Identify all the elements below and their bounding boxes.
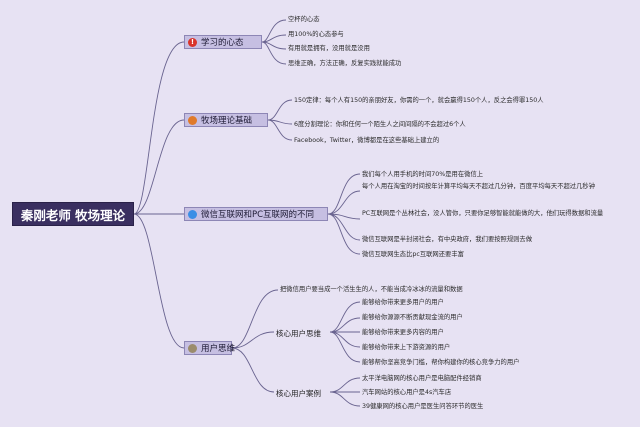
sub-branch-core-user-cases[interactable]: 核心用户案例 <box>276 389 321 398</box>
branch-label: 微信互联网和PC互联网的不同 <box>201 210 315 220</box>
leaf-item: 每个人用在淘宝的时间按年计算平均每天不超过几分钟，百度平均每天不超过几秒钟 <box>362 183 595 190</box>
leaf-item: 150定律：每个人有150的亲朋好友，你需的一个，就会赢得150个人，反之会得罪… <box>294 97 544 104</box>
leaf-item: 用100%的心态参与 <box>288 31 344 38</box>
leaf-item: PC互联网是个丛林社会，没人管你，只要你足够智能就能做的大，他们玩得数据和流量 <box>362 210 604 217</box>
branch-label: 牧场理论基础 <box>201 116 253 126</box>
leaf-item: 能够给你源源不断贡献现金流的用户 <box>362 314 463 321</box>
leaf-item: 汽车网站的核心用户是4s汽车店 <box>362 389 452 396</box>
lightbulb-icon <box>188 343 197 353</box>
connector-root-branch-2 <box>133 119 185 215</box>
leaf-item: 微信互联网生态比pc互联网还要丰富 <box>362 251 464 258</box>
exclamation-icon: ! <box>188 37 197 47</box>
connector-branch-1-leaves <box>261 19 287 65</box>
globe-icon <box>188 209 197 219</box>
gear-icon <box>188 115 197 125</box>
connector-branch-3-leaves <box>327 173 361 255</box>
leaf-item: 我们每个人用手机的时间70%是用在微信上 <box>362 171 484 178</box>
connector-root-branch-1 <box>133 41 185 215</box>
branch-user-thinking[interactable]: 用户思维 <box>184 341 236 355</box>
branch-wechat-vs-pc[interactable]: 微信互联网和PC互联网的不同 <box>184 207 328 221</box>
branch-ranch-theory-basis[interactable]: 牧场理论基础 <box>184 113 268 127</box>
branch-label: 用户思维 <box>201 344 236 354</box>
connector-sub-2-leaves <box>329 377 361 407</box>
leaf-item: 能够给你带来更多内容的用户 <box>362 329 444 336</box>
leaf-item: 6度分割理论：你和任何一个陌生人之间间隔的不会超过6个人 <box>294 121 466 128</box>
leaf-item: 把微信用户要当成一个活生生的人，不能当成冷冰冰的流量和数据 <box>280 286 463 293</box>
leaf-item: 思维正确，方法正确，反复实践就能成功 <box>288 60 402 67</box>
connector-branch-2-leaves <box>267 99 293 141</box>
leaf-item: 空杯的心态 <box>288 16 320 23</box>
connector-sub-1-leaves <box>329 301 361 363</box>
leaf-item: 能够帮你坚高竞争门槛，帮你构建你的核心竞争力的用户 <box>362 359 520 366</box>
root-node[interactable]: 秦刚老师 牧场理论 <box>12 202 134 226</box>
branch-learning-mindset[interactable]: ! 学习的心态 <box>184 35 262 49</box>
leaf-item: 能够给你带来更多用户的用户 <box>362 299 444 306</box>
leaf-item: 太平洋电脑网的核心用户是电脑配件经销商 <box>362 375 482 382</box>
leaf-item: 39健康网的核心用户是医生问答环节的医生 <box>362 403 484 410</box>
leaf-item: 能够给你带来上下游资源的用户 <box>362 344 451 351</box>
leaf-item: 有用就是拥有，没用就是没用 <box>288 45 370 52</box>
leaf-item: Facebook，Twitter，微博都是在这些基础上建立的 <box>294 137 440 144</box>
sub-branch-core-user-thinking[interactable]: 核心用户思维 <box>276 329 321 338</box>
connector-root-branch-4 <box>133 213 185 349</box>
connector-branch-4-children <box>231 289 279 393</box>
leaf-item: 微信互联网是半封闭社会，有中央政府，我们要按照规则去做 <box>362 236 533 243</box>
branch-label: 学习的心态 <box>201 38 244 48</box>
